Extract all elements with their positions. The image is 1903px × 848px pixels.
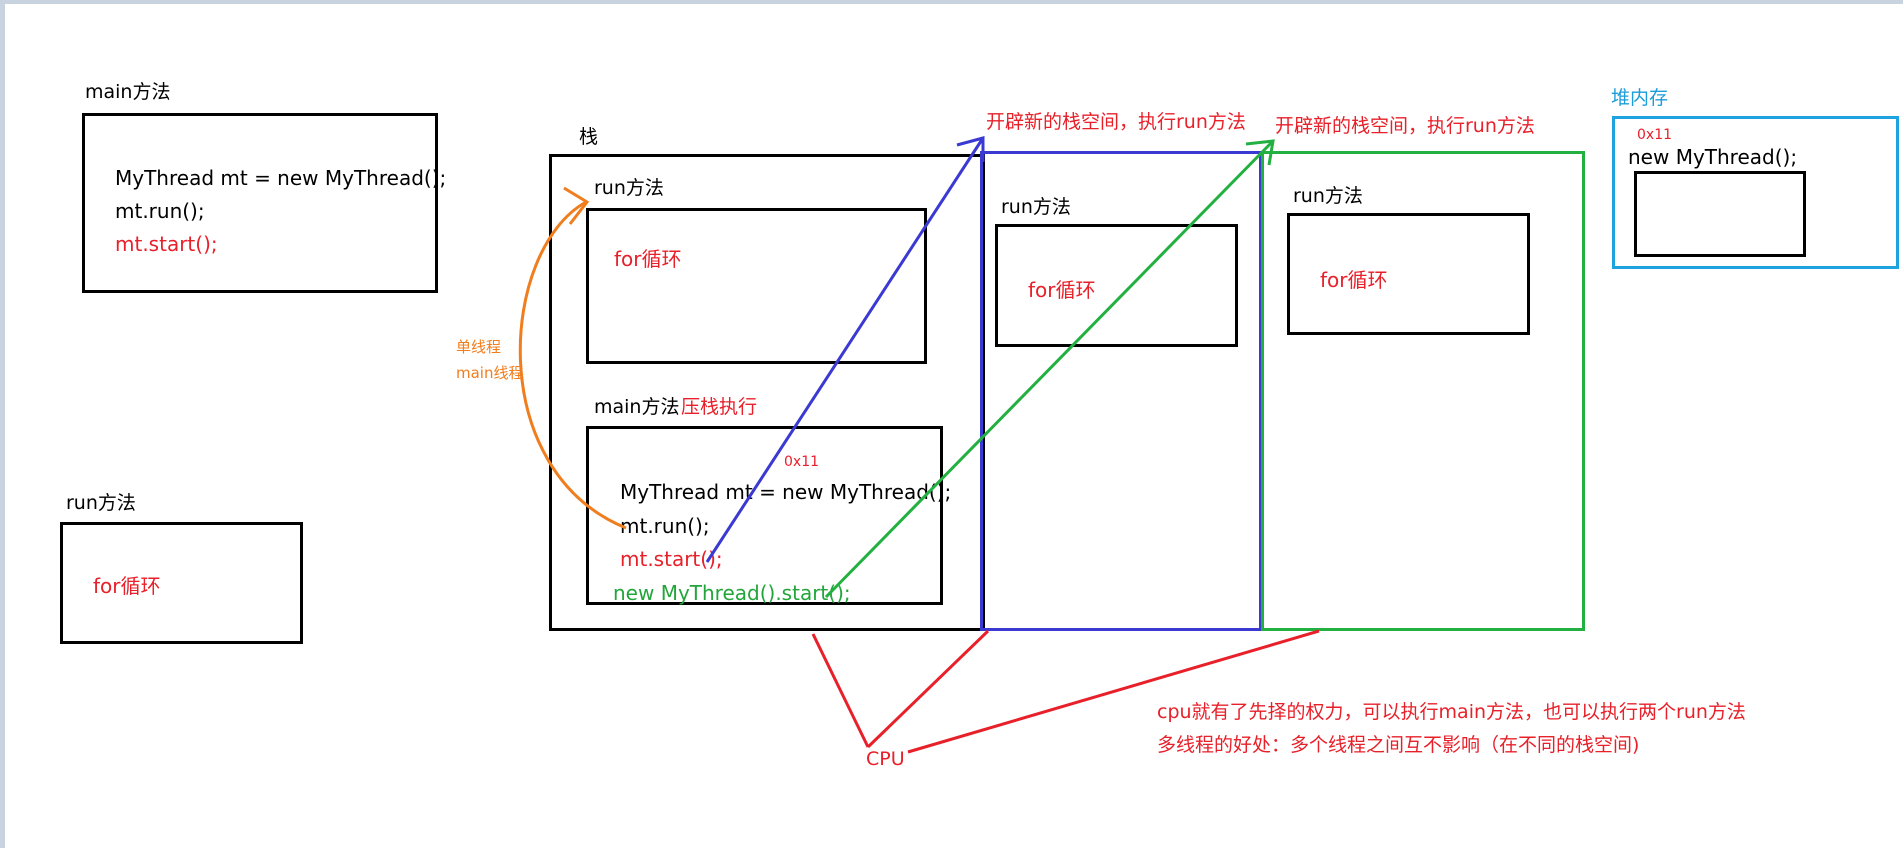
start-arrow-green (824, 140, 1274, 599)
stack-run-body: for循环 (614, 247, 682, 271)
main-thread-label: main线程 (456, 364, 524, 382)
main-panel-line1: MyThread mt = new MyThread(); (115, 166, 447, 190)
cpu-line-stack3 (907, 629, 1320, 754)
stack3-box (1261, 151, 1585, 631)
stack2-run-body: for循环 (1028, 278, 1096, 302)
stack-address: 0x11 (784, 454, 820, 470)
stack-main-line1: MyThread mt = new MyThread(); (620, 480, 952, 504)
single-thread-arrowhead (563, 186, 590, 225)
stack-run-box (586, 208, 927, 364)
stack3-run-box (1287, 213, 1530, 335)
heap-object-box (1634, 171, 1806, 257)
stack2-box (980, 151, 1262, 631)
stack-main-title: main方法 (594, 396, 680, 418)
stack2-run-title: run方法 (1001, 196, 1071, 218)
main-panel-box (82, 113, 438, 293)
stack3-run-title: run方法 (1293, 185, 1363, 207)
run-panel-body: for循环 (93, 574, 161, 598)
stack3-caption: 开辟新的栈空间，执行run方法 (1275, 115, 1535, 137)
start-arrowhead-blue (956, 136, 985, 162)
stack-run-title: run方法 (594, 177, 664, 199)
cpu-note-2: 多线程的好处：多个线程之间互不影响（在不同的栈空间) (1157, 734, 1640, 756)
stack-main-line2: mt.run(); (620, 514, 710, 538)
heap-box (1612, 116, 1899, 269)
main-panel-line2: mt.run(); (115, 199, 205, 223)
run-panel-box (60, 522, 303, 644)
cpu-note-1: cpu就有了先择的权力，可以执行main方法，也可以执行两个run方法 (1157, 701, 1746, 723)
start-arrowhead-green (1245, 139, 1275, 166)
stack2-run-box (995, 224, 1238, 347)
cpu-label: CPU (866, 748, 905, 770)
stack-box (549, 154, 985, 631)
single-thread-arrow (518, 200, 627, 530)
cpu-line-stack1 (811, 633, 870, 748)
heap-address: 0x11 (1637, 127, 1673, 143)
cpu-line-stack2 (866, 629, 990, 749)
heap-title: 堆内存 (1611, 87, 1669, 109)
main-panel-line3: mt.start(); (115, 232, 218, 256)
stack-title: 栈 (579, 126, 599, 148)
left-border (0, 0, 5, 848)
main-panel-title: main方法 (85, 81, 171, 103)
stack2-caption: 开辟新的栈空间，执行run方法 (986, 111, 1246, 133)
run-panel-title: run方法 (66, 492, 136, 514)
stack-main-note: 压栈执行 (681, 396, 758, 418)
stack-main-line3: mt.start(); (620, 547, 723, 571)
top-border (0, 0, 1903, 4)
stack3-run-body: for循环 (1320, 268, 1388, 292)
stack-main-box (586, 426, 943, 605)
start-arrow-blue (705, 137, 985, 563)
single-thread-label: 单线程 (456, 338, 502, 356)
heap-object-label: new MyThread(); (1628, 145, 1798, 169)
stack-main-line4: new MyThread().start(); (613, 581, 851, 605)
